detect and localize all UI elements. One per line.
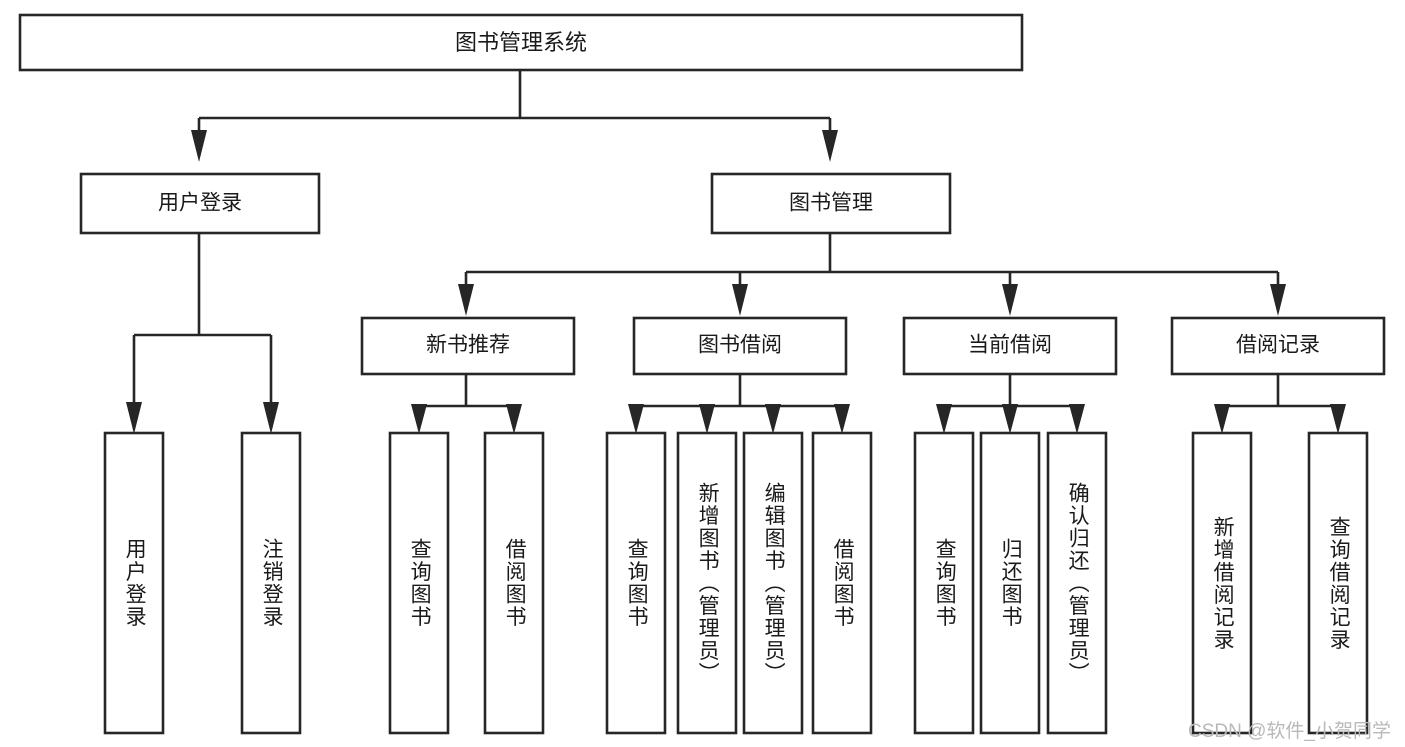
node-current-borrow-box[interactable]: [902, 316, 1118, 376]
leaf-box-borrow-book-2[interactable]: [811, 431, 873, 735]
connector-currentborrow-to-leaves: [936, 374, 1085, 434]
connector-root-to-level2: [191, 70, 838, 162]
node-user-login[interactable]: 用户登录: [79, 172, 321, 235]
leaf-box-add-book-admin[interactable]: [676, 431, 738, 735]
node-book-management-box[interactable]: [710, 172, 952, 235]
node-current-borrow-label: 当前借阅: [968, 334, 1052, 357]
connector-bookmgmt-to-level3: [458, 233, 1286, 316]
connector-newbook-to-leaves: [411, 374, 522, 434]
arrow-head-icon: [765, 404, 781, 434]
arrow-head-icon: [1214, 404, 1230, 434]
node-root-label: 图书管理系统: [455, 30, 587, 55]
arrow-head-icon: [936, 404, 952, 434]
arrow-head-icon: [822, 130, 838, 162]
arrow-head-icon: [506, 404, 522, 434]
connector-userlogin-to-leaves: [126, 233, 279, 434]
arrow-head-icon: [699, 404, 715, 434]
arrow-head-icon: [1002, 404, 1018, 434]
leaf-box-edit-book-admin[interactable]: [742, 431, 804, 735]
arrow-head-icon: [1330, 404, 1346, 434]
arrow-head-icon: [628, 404, 644, 434]
node-book-management-label: 图书管理: [789, 192, 873, 215]
leaf-box-logout[interactable]: [240, 431, 302, 735]
leaf-box-confirm-return-admin[interactable]: [1046, 431, 1108, 735]
node-book-management[interactable]: 图书管理: [710, 172, 952, 235]
node-borrow-record-box[interactable]: [1170, 316, 1386, 376]
leaf-box-add-borrow-record[interactable]: [1191, 431, 1253, 735]
node-user-login-box[interactable]: [79, 172, 321, 235]
arrow-head-icon: [126, 402, 142, 434]
node-current-borrow[interactable]: 当前借阅: [902, 316, 1118, 376]
arrow-head-icon: [1270, 284, 1286, 316]
connector-bookborrow-to-leaves: [628, 374, 850, 434]
arrow-head-icon: [732, 284, 748, 316]
node-root-box[interactable]: [18, 13, 1024, 72]
watermark-text: CSDN @软件_小贺同学: [1188, 721, 1391, 742]
leaf-box-query-borrow-record[interactable]: [1307, 431, 1369, 735]
node-new-book-recommend-label: 新书推荐: [426, 334, 510, 357]
arrow-head-icon: [191, 130, 207, 162]
node-new-book-recommend[interactable]: 新书推荐: [360, 316, 576, 376]
arrow-head-icon: [411, 404, 427, 434]
leaf-box-query-book-1[interactable]: [388, 431, 450, 735]
arrow-head-icon: [1002, 284, 1018, 316]
arrow-head-icon: [263, 402, 279, 434]
arrow-head-icon: [834, 404, 850, 434]
arrow-head-icon: [1069, 404, 1085, 434]
node-user-login-label: 用户登录: [158, 192, 242, 215]
leaf-box-query-book-2[interactable]: [605, 431, 667, 735]
node-borrow-record-label: 借阅记录: [1236, 334, 1320, 357]
node-book-borrow[interactable]: 图书借阅: [632, 316, 848, 376]
leaf-box-query-book-3[interactable]: [913, 431, 975, 735]
node-book-borrow-label: 图书借阅: [698, 334, 782, 357]
leaf-box-borrow-book-1[interactable]: [483, 431, 545, 735]
node-new-book-recommend-box[interactable]: [360, 316, 576, 376]
node-borrow-record[interactable]: 借阅记录: [1170, 316, 1386, 376]
leaf-box-return-book[interactable]: [979, 431, 1041, 735]
node-book-borrow-box[interactable]: [632, 316, 848, 376]
node-root-book-management-system[interactable]: 图书管理系统: [18, 13, 1024, 72]
leaf-box-user-login[interactable]: [103, 431, 165, 735]
arrow-head-icon: [458, 284, 474, 316]
connector-borrowrecord-to-leaves: [1214, 374, 1346, 434]
